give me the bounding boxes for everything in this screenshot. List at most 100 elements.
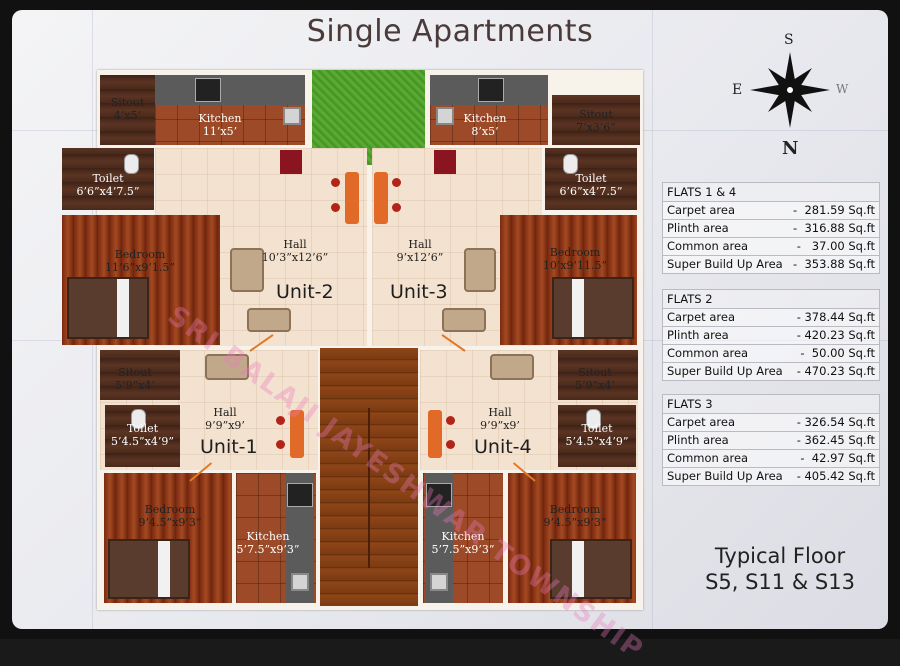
sitout-top-left: [100, 75, 155, 145]
kitchen-top-left: [155, 75, 305, 145]
dining-table: [290, 410, 304, 458]
stove-icon: [478, 78, 504, 102]
toilet-icon: [586, 409, 601, 429]
table-heading: FLATS 3: [662, 394, 880, 414]
table-row: Plinth area- 420.23 Sq.ft: [662, 327, 880, 345]
compass-w: W: [836, 82, 849, 96]
table-row: Carpet area- 378.44 Sq.ft: [662, 309, 880, 327]
compass-rose-icon: [750, 52, 830, 128]
bed-icon: [108, 539, 190, 599]
sitout-mid-right: [558, 350, 638, 400]
sink-icon: [436, 107, 454, 125]
toilet-icon: [563, 154, 578, 174]
unit-2-label: Unit-2: [276, 281, 334, 303]
bedroom-unit-4: [508, 473, 636, 603]
bed-icon: [552, 277, 634, 339]
kitchen-unit-4: [423, 473, 503, 603]
sofa-icon: [442, 308, 486, 332]
bed-icon: [67, 277, 149, 339]
sink-icon: [291, 573, 309, 591]
stove-icon: [426, 483, 452, 507]
table-row: Super Build Up Area- 470.23 Sq.ft: [662, 363, 880, 381]
table-row: Plinth area- 316.88 Sq.ft: [662, 220, 880, 238]
bedroom-unit-1: [104, 473, 232, 603]
floor-caption: Typical Floor S5, S11 & S13: [690, 543, 870, 595]
compass-e: E: [732, 82, 743, 98]
dining-table: [374, 172, 388, 224]
unit-3-label: Unit-3: [390, 281, 448, 303]
sofa-icon: [247, 308, 291, 332]
hall-unit-2: [155, 148, 367, 346]
fridge-icon: [434, 150, 456, 174]
table-heading: FLATS 1 & 4: [662, 182, 880, 202]
toilet-top-right: [545, 148, 637, 210]
page-title: Single Apartments: [306, 14, 594, 49]
stove-icon: [287, 483, 313, 507]
fridge-icon: [280, 150, 302, 174]
compass-n: N: [782, 138, 799, 159]
sofa-icon: [464, 248, 496, 292]
sofa-icon: [205, 354, 249, 380]
toilet-unit-1: [105, 405, 180, 467]
toilet-top-left: [62, 148, 154, 210]
table-row: Common area- 37.00 Sq.ft: [662, 238, 880, 256]
toilet-unit-4: [558, 405, 636, 467]
dining-table: [345, 172, 359, 224]
compass-s: S: [784, 32, 794, 48]
kitchen-top-right: [430, 75, 548, 145]
table-row: Carpet area- 326.54 Sq.ft: [662, 414, 880, 432]
table-heading: FLATS 2: [662, 289, 880, 309]
sitout-top-right: [552, 95, 640, 145]
unit-4-label: Unit-4: [474, 436, 532, 458]
staircase: [320, 348, 418, 606]
table-row: Super Build Up Area- 353.88 Sq.ft: [662, 256, 880, 274]
floor-caption-line2: S5, S11 & S13: [705, 570, 855, 594]
table-row: Common area- 50.00 Sq.ft: [662, 345, 880, 363]
background-line: [652, 10, 653, 629]
sink-icon: [283, 107, 301, 125]
table-row: Plinth area- 362.45 Sq.ft: [662, 432, 880, 450]
dining-table: [428, 410, 442, 458]
stove-icon: [195, 78, 221, 102]
floor-caption-line1: Typical Floor: [714, 544, 846, 568]
bed-icon: [550, 539, 632, 599]
toilet-icon: [124, 154, 139, 174]
sink-icon: [430, 573, 448, 591]
bedroom-unit-3: [500, 215, 637, 345]
area-table-flats-1-4: FLATS 1 & 4 Carpet area- 281.59 Sq.ft Pl…: [662, 182, 880, 274]
bedroom-unit-2: [62, 215, 220, 345]
sofa-icon: [230, 248, 264, 292]
area-table-flats-2: FLATS 2 Carpet area- 378.44 Sq.ft Plinth…: [662, 289, 880, 381]
unit-1-label: Unit-1: [200, 436, 258, 458]
sofa-icon: [490, 354, 534, 380]
table-row: Super Build Up Area- 405.42 Sq.ft: [662, 468, 880, 486]
kitchen-unit-1: [236, 473, 316, 603]
compass: S E W N: [730, 30, 850, 160]
table-row: Carpet area- 281.59 Sq.ft: [662, 202, 880, 220]
table-row: Common area- 42.97 Sq.ft: [662, 450, 880, 468]
sitout-mid-left: [100, 350, 180, 400]
toilet-icon: [131, 409, 146, 429]
area-table-flats-3: FLATS 3 Carpet area- 326.54 Sq.ft Plinth…: [662, 394, 880, 486]
